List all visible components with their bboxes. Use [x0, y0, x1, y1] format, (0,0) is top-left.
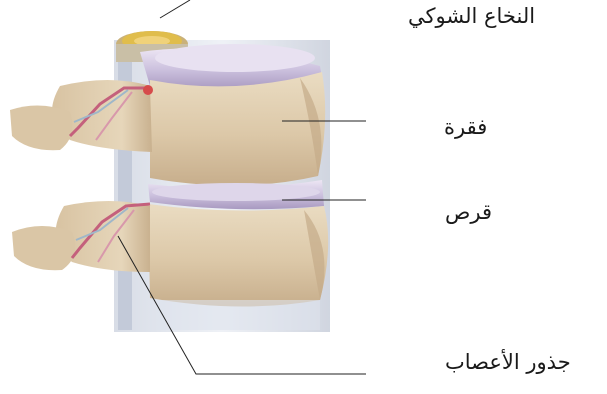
upper-vertebra: [150, 72, 325, 186]
label-disc: قرص: [445, 202, 492, 223]
leader-spinal-cord: [160, 0, 190, 18]
lower-vertebra: [148, 204, 328, 307]
label-vertebra: فقرة: [444, 117, 487, 138]
label-nerve-roots: جذور الأعصاب: [445, 352, 571, 373]
label-spinal-cord: النخاع الشوكي: [408, 6, 535, 27]
